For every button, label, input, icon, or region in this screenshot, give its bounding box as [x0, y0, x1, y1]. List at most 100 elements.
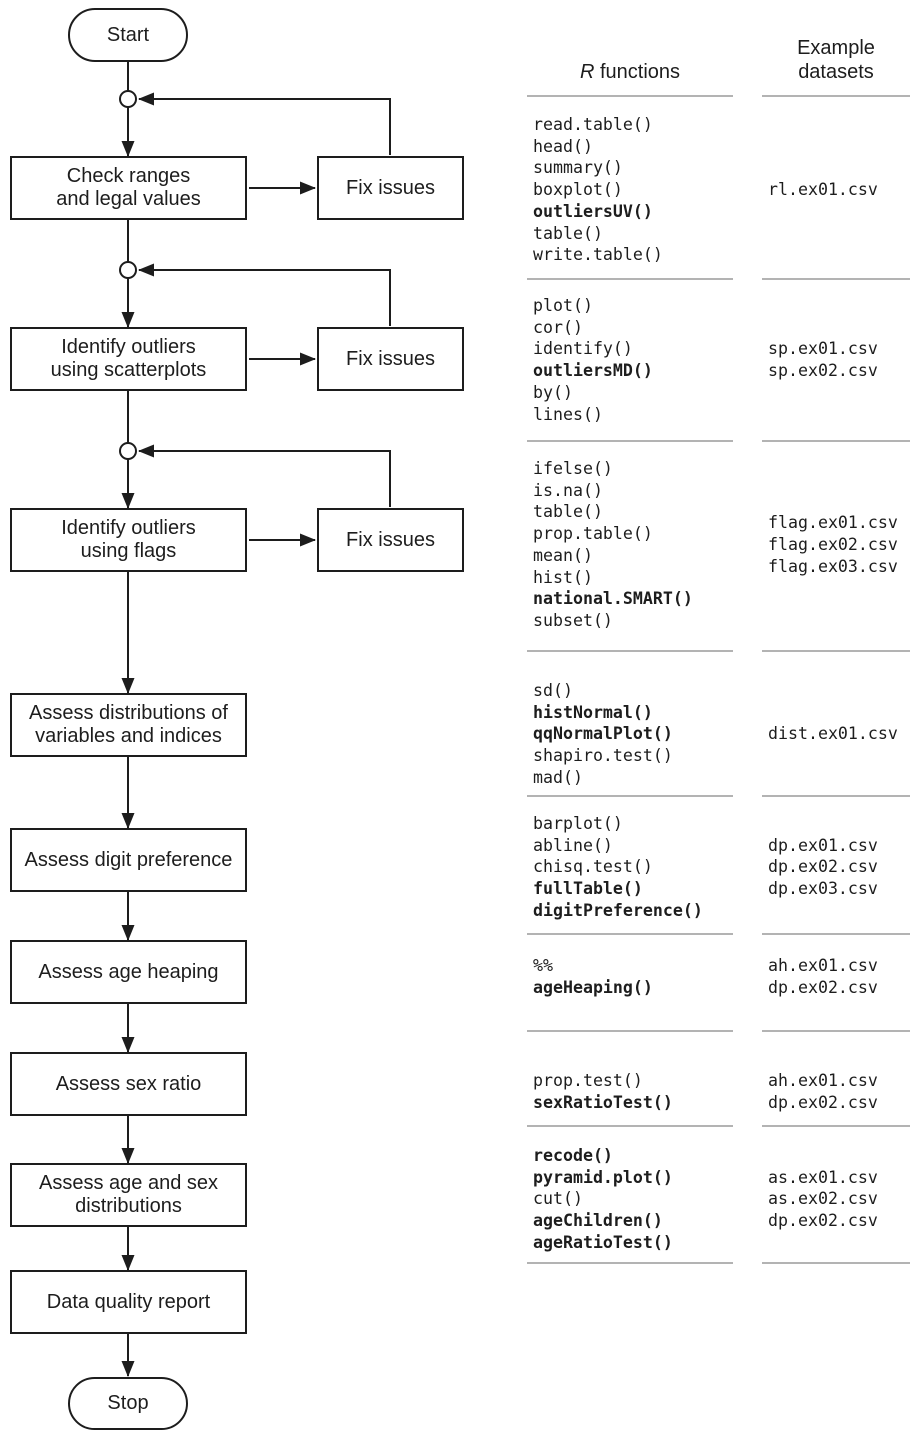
r-functions-block: recode()pyramid.plot()cut()ageChildren()…	[533, 1145, 745, 1254]
r-function-line: outliersUV()	[533, 201, 653, 221]
dataset-line: flag.ex03.csv	[768, 556, 898, 576]
r-function-line: cut()	[533, 1189, 583, 1209]
flow-step-assess-age-heaping: Assess age heaping	[10, 940, 247, 1004]
fix-issues-label: Fix issues	[346, 528, 435, 551]
r-function-line: outliersMD()	[533, 361, 653, 381]
stop-label: Stop	[107, 1392, 149, 1414]
r-function-line: summary()	[533, 158, 623, 178]
r-functions-block: prop.test()sexRatioTest()	[533, 1070, 745, 1113]
r-function-line: recode()	[533, 1146, 613, 1165]
r-functions-block: ifelse() is.na()table()prop.table()mean()…	[533, 458, 745, 632]
dataset-line: dp.ex02.csv	[768, 1092, 878, 1112]
r-function-line: shapiro.test()	[533, 746, 673, 766]
datasets-column-divider	[762, 95, 910, 97]
r-function-line: sexRatioTest()	[533, 1092, 673, 1112]
functions-column-divider	[527, 278, 733, 280]
r-function-line: %%	[533, 956, 553, 975]
dataset-line: dist.ex01.csv	[768, 724, 898, 744]
r-function-line: prop.table()	[533, 524, 653, 544]
functions-column-divider	[527, 95, 733, 97]
r-function-line: sd()	[533, 681, 573, 700]
r-function-line: digitPreference()	[533, 900, 703, 920]
datasets-column-divider	[762, 650, 910, 652]
flow-step-label: Assess age heaping	[38, 960, 219, 983]
example-datasets-block: ah.ex01.csv dp.ex02.csv	[768, 1070, 914, 1113]
fix-issues-box: Fix issues	[317, 156, 464, 220]
r-functions-header: R functions	[527, 60, 733, 84]
example-datasets-block: ah.ex01.csv dp.ex02.csv	[768, 955, 914, 998]
datasets-column-divider	[762, 933, 910, 935]
flow-step-label: Identify outliers using scatterplots	[50, 336, 207, 381]
flow-step-label: Assess age and sex distributions	[39, 1172, 218, 1217]
datasets-column-divider	[762, 440, 910, 442]
datasets-column-divider	[762, 278, 910, 280]
flow-step-label: Assess sex ratio	[55, 1072, 202, 1095]
r-function-line: ageRatioTest()	[533, 1232, 673, 1252]
r-function-line: by()	[533, 382, 573, 402]
dataset-line: flag.ex02.csv	[768, 534, 898, 554]
flow-step-label: Identify outliers using flags	[61, 517, 196, 562]
flow-step-identify-outliers: Identify outliers using scatterplots	[10, 327, 247, 391]
r-function-line: fullTable()	[533, 879, 643, 899]
flow-step-assess-age-and-sex: Assess age and sex distributions	[10, 1163, 247, 1227]
dataset-line: dp.ex03.csv	[768, 879, 878, 899]
r-function-line: qqNormalPlot()	[533, 724, 673, 744]
r-function-line: pyramid.plot()	[533, 1167, 673, 1187]
r-function-line: is.na()	[533, 480, 603, 500]
fix-issues-box: Fix issues	[317, 327, 464, 391]
example-datasets-block: rl.ex01.csv	[768, 179, 914, 201]
flow-step-assess-digit-preference: Assess digit preference	[10, 828, 247, 892]
r-function-line: histNormal()	[533, 702, 653, 722]
r-functions-header-italic: R	[579, 61, 595, 83]
datasets-column-divider	[762, 1030, 910, 1032]
r-function-line: ifelse()	[533, 459, 613, 478]
dataset-line: as.ex02.csv	[768, 1189, 878, 1209]
start-terminator: Start	[68, 8, 188, 62]
r-function-line: cor()	[533, 317, 583, 337]
r-function-line: read.table()	[533, 115, 653, 134]
flow-step-label: Data quality report	[46, 1290, 211, 1313]
dataset-line: ah.ex01.csv	[768, 956, 878, 975]
functions-column-divider	[527, 933, 733, 935]
flow-step-label: Check ranges and legal values	[56, 165, 201, 210]
stop-terminator: Stop	[68, 1377, 188, 1430]
r-function-line: abline()	[533, 835, 613, 855]
r-functions-block: %% ageHeaping()	[533, 955, 745, 998]
r-functions-block: plot()cor()identify()outliersMD()by()lin…	[533, 295, 745, 425]
dataset-line: dp.ex02.csv	[768, 977, 878, 997]
r-function-line: chisq.test()	[533, 857, 653, 877]
r-function-line: subset()	[533, 610, 613, 630]
dataset-line: dp.ex02.csv	[768, 857, 878, 877]
r-functions-block: sd() histNormal()qqNormalPlot()shapiro.te…	[533, 680, 745, 789]
functions-column-divider	[527, 795, 733, 797]
dataset-line: dp.ex02.csv	[768, 1211, 878, 1231]
r-function-line: barplot()	[533, 814, 623, 833]
dataset-line: dp.ex01.csv	[768, 835, 878, 855]
fix-issues-label: Fix issues	[346, 176, 435, 199]
functions-column-divider	[527, 650, 733, 652]
flow-step-label: Assess digit preference	[24, 848, 233, 871]
fix-issues-box: Fix issues	[317, 508, 464, 572]
dataset-line: sp.ex02.csv	[768, 361, 878, 381]
r-functions-block: barplot() abline()chisq.test()fullTable()…	[533, 813, 745, 922]
datasets-column-divider	[762, 1125, 910, 1127]
r-function-line: table()	[533, 502, 603, 522]
r-function-line: table()	[533, 223, 603, 243]
r-function-line: mean()	[533, 545, 593, 565]
r-functions-block: read.table()head()summary()boxplot()outl…	[533, 114, 745, 266]
r-function-line: write.table()	[533, 245, 663, 265]
r-function-line: lines()	[533, 404, 603, 424]
example-datasets-header: Example datasets	[797, 37, 875, 83]
functions-column-divider	[527, 1125, 733, 1127]
dataset-line: flag.ex01.csv	[768, 513, 898, 533]
dataset-line: ah.ex01.csv	[768, 1071, 878, 1090]
r-function-line: boxplot()	[533, 180, 623, 200]
functions-column-divider	[527, 440, 733, 442]
r-function-line: ageHeaping()	[533, 977, 653, 997]
